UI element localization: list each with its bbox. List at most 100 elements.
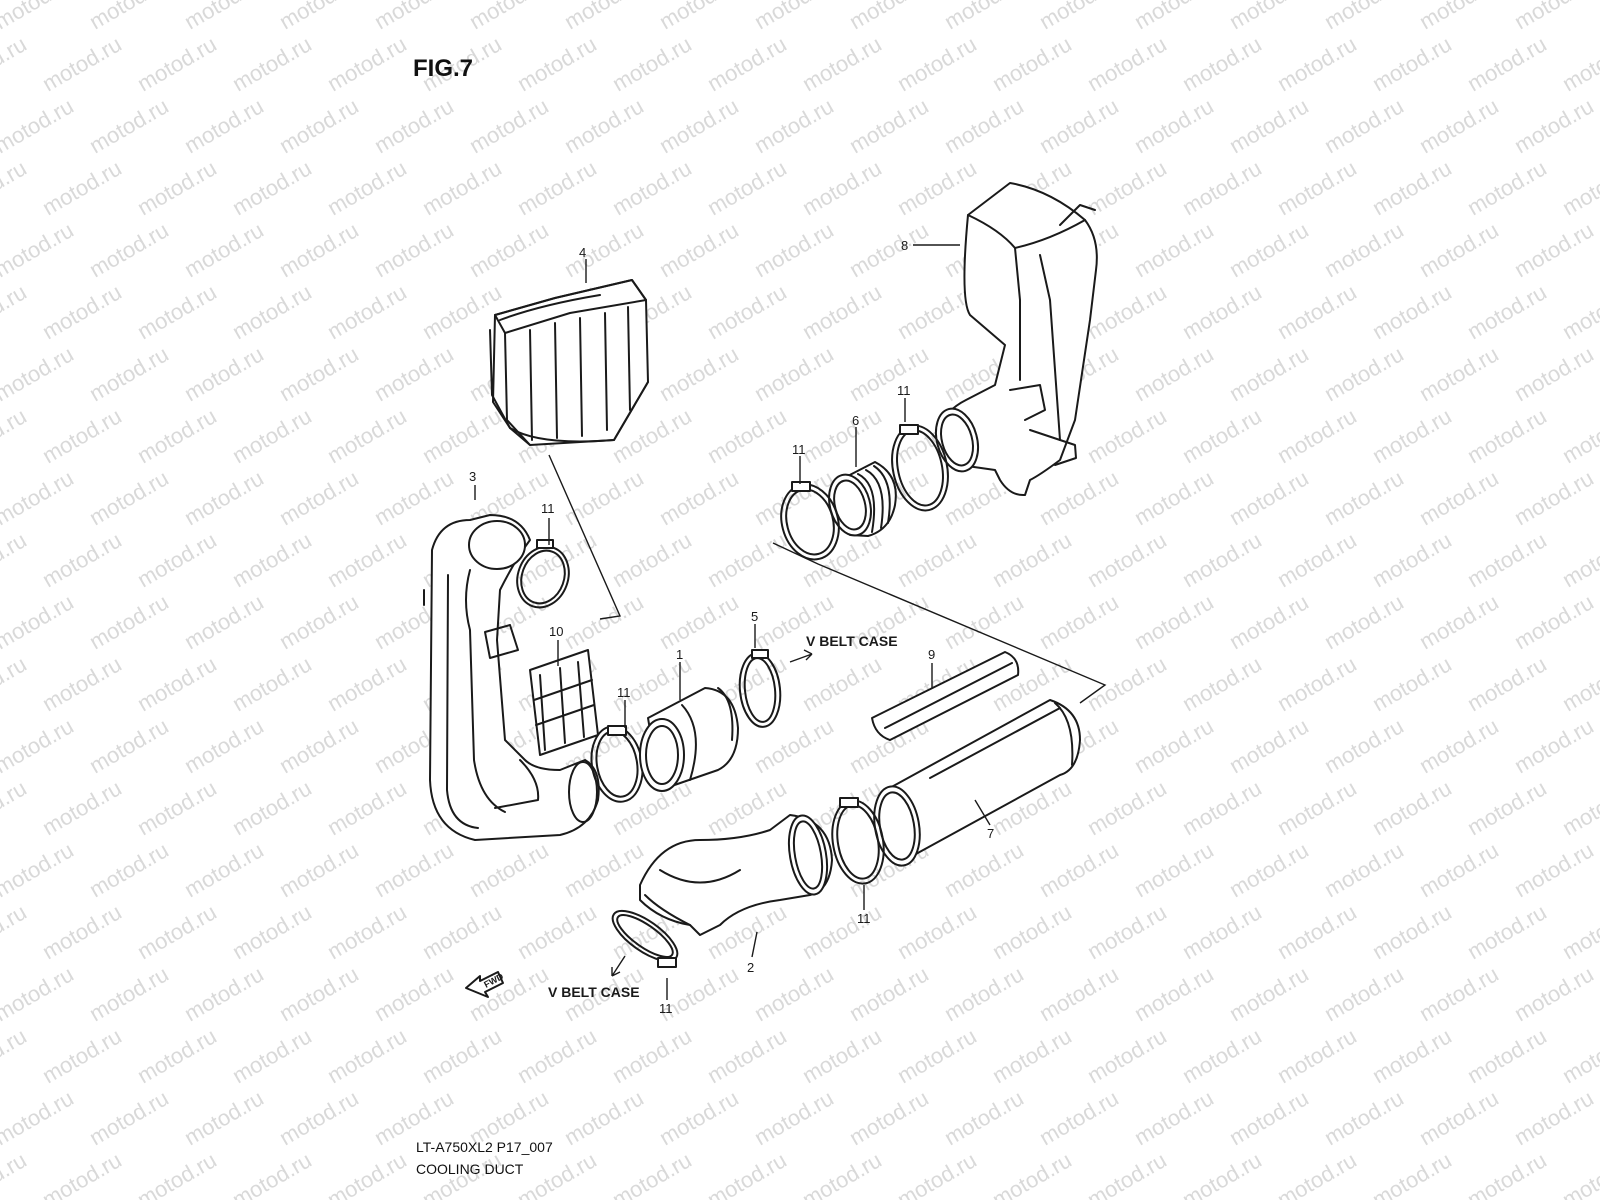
watermark-text: motod.ru	[513, 31, 601, 96]
watermark-text: motod.ru	[133, 1147, 221, 1200]
watermark-text: motod.ru	[1320, 217, 1408, 282]
watermark-text: motod.ru	[133, 527, 221, 592]
watermark-text: motod.ru	[323, 31, 411, 96]
watermark-text: motod.ru	[1368, 1147, 1456, 1200]
watermark-text: motod.ru	[608, 31, 696, 96]
watermark-text: motod.ru	[38, 775, 126, 840]
watermark-text: motod.ru	[703, 527, 791, 592]
part-11-clamp-d[interactable]	[773, 478, 847, 566]
watermark-text: motod.ru	[1178, 527, 1266, 592]
watermark-text: motod.ru	[370, 961, 458, 1026]
watermark-text: motod.ru	[370, 217, 458, 282]
watermark-text: motod.ru	[703, 155, 791, 220]
watermark-text: motod.ru	[465, 217, 553, 282]
watermark-text: motod.ru	[0, 93, 78, 158]
part-7-tube[interactable]	[868, 699, 1081, 869]
watermark-text: motod.ru	[275, 93, 363, 158]
part-3-duct[interactable]	[423, 514, 600, 841]
callout-5: 5	[751, 609, 758, 624]
watermark-text: motod.ru	[1415, 713, 1503, 778]
watermark-text: motod.ru	[1463, 527, 1551, 592]
watermark-text: motod.ru	[133, 651, 221, 716]
callout-9: 9	[928, 647, 935, 662]
watermark-text: motod.ru	[85, 465, 173, 530]
watermark-text: motod.ru	[323, 155, 411, 220]
watermark-text: motod.ru	[1035, 837, 1123, 902]
watermark-text: motod.ru	[418, 1023, 506, 1088]
watermark-text: motod.ru	[750, 0, 838, 34]
watermark-text: motod.ru	[1178, 403, 1266, 468]
watermark-text: motod.ru	[0, 31, 31, 96]
watermark-text: motod.ru	[1510, 589, 1598, 654]
watermark-text: motod.ru	[1130, 961, 1218, 1026]
watermark-text: motod.ru	[1178, 1023, 1266, 1088]
watermark-text: motod.ru	[655, 341, 743, 406]
watermark-text: motod.ru	[1415, 589, 1503, 654]
part-1-sleeve[interactable]	[639, 687, 739, 792]
watermark-text: motod.ru	[893, 155, 981, 220]
label-v-belt-case-upper: V BELT CASE	[806, 633, 898, 649]
watermark-text: motod.ru	[1368, 899, 1456, 964]
watermark-text: motod.ru	[940, 0, 1028, 34]
part-10-screen[interactable]	[529, 649, 599, 756]
watermark-text: motod.ru	[1130, 0, 1218, 34]
arrow-v-belt-case-upper	[789, 649, 813, 663]
watermark-text: motod.ru	[1130, 93, 1218, 158]
watermark-text: motod.ru	[133, 1023, 221, 1088]
watermark-text: motod.ru	[1225, 93, 1313, 158]
watermark-text: motod.ru	[0, 1147, 31, 1200]
watermark-text: motod.ru	[1083, 31, 1171, 96]
watermark-text: motod.ru	[275, 465, 363, 530]
part-5-clamp[interactable]	[736, 649, 784, 729]
watermark-text: motod.ru	[1225, 961, 1313, 1026]
watermark-text: motod.ru	[133, 279, 221, 344]
watermark-text: motod.ru	[1035, 93, 1123, 158]
callout-11-e: 11	[857, 911, 871, 926]
watermark-text: motod.ru	[1415, 465, 1503, 530]
part-9-cover[interactable]	[871, 651, 1020, 741]
watermark-text: motod.ru	[1035, 0, 1123, 34]
watermark-text: motod.ru	[513, 1023, 601, 1088]
watermark-text: motod.ru	[1178, 1147, 1266, 1200]
watermark-text: motod.ru	[798, 651, 886, 716]
watermark-text: motod.ru	[655, 0, 743, 34]
part-11-clamp-e[interactable]	[826, 796, 890, 887]
watermark-text: motod.ru	[0, 961, 78, 1026]
watermark-text: motod.ru	[1368, 155, 1456, 220]
part-4-cover[interactable]	[489, 279, 649, 446]
watermark-text: motod.ru	[1558, 403, 1600, 468]
callout-3: 3	[469, 469, 476, 484]
part-8-upper-duct[interactable]	[929, 182, 1098, 497]
watermark-text: motod.ru	[1463, 651, 1551, 716]
watermark-text: motod.ru	[1130, 1085, 1218, 1150]
watermark-text: motod.ru	[38, 527, 126, 592]
watermark-text: motod.ru	[0, 403, 31, 468]
watermark-text: motod.ru	[1415, 217, 1503, 282]
watermark-text: motod.ru	[1035, 1085, 1123, 1150]
watermark-text: motod.ru	[370, 93, 458, 158]
watermark-text: motod.ru	[1273, 527, 1361, 592]
watermark-text: motod.ru	[228, 775, 316, 840]
watermark-text: motod.ru	[1558, 31, 1600, 96]
watermark-text: motod.ru	[1415, 0, 1503, 34]
part-2-hose[interactable]	[639, 812, 833, 936]
watermark-text: motod.ru	[1225, 589, 1313, 654]
watermark-text: motod.ru	[1035, 589, 1123, 654]
watermark-text: motod.ru	[418, 279, 506, 344]
part-11-clamp-a[interactable]	[509, 539, 577, 614]
watermark-text: motod.ru	[655, 1085, 743, 1150]
watermark-text: motod.ru	[893, 527, 981, 592]
watermark-text: motod.ru	[1558, 651, 1600, 716]
watermark-text: motod.ru	[513, 1147, 601, 1200]
part-11-clamp-f[interactable]	[605, 902, 684, 970]
watermark-text: motod.ru	[1558, 1147, 1600, 1200]
watermark-text: motod.ru	[1083, 1023, 1171, 1088]
watermark-text: motod.ru	[1558, 279, 1600, 344]
part-11-clamp-c[interactable]	[885, 420, 956, 515]
watermark-text: motod.ru	[940, 589, 1028, 654]
watermark-text: motod.ru	[655, 961, 743, 1026]
watermark-text: motod.ru	[1225, 1085, 1313, 1150]
watermark-text: motod.ru	[85, 93, 173, 158]
watermark-text: motod.ru	[1083, 1147, 1171, 1200]
